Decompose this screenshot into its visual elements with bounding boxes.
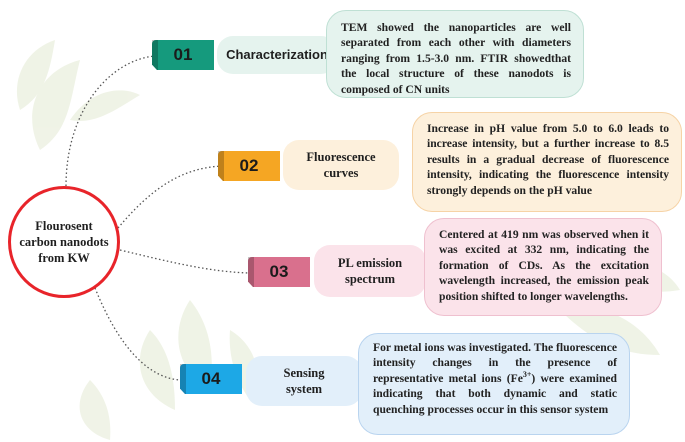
item-04-title-box: Sensing system [246,356,362,406]
item-01-title-box: Characterization [217,36,337,74]
connector-04 [94,287,181,381]
connector-01 [65,55,156,187]
item-03-title: PL emission spectrum [337,256,403,286]
item-02-title-box: Fluorescence curves [283,140,399,190]
item-01-description: TEM showed the nanoparticles are well se… [341,21,571,96]
item-01-title: Characterization [226,47,328,62]
item-04-description-suffix: ) were examined indicating that both dyn… [373,371,617,416]
item-02-number-tab: 02 [218,151,280,181]
item-02-description-box: Increase in pH value from 5.0 to 6.0 lea… [412,112,682,212]
item-04-number-tab: 04 [180,364,242,394]
item-04-description-box: For metal ions was investigated. The flu… [358,333,630,435]
item-01-number-tab: 01 [152,40,214,70]
item-04-description-superscript: 3+ [522,369,532,379]
item-04-number: 04 [201,369,221,388]
central-topic-circle: Flourosent carbon nanodots from KW [8,186,120,298]
item-04-title: Sensing system [283,366,325,396]
item-02-description: Increase in pH value from 5.0 to 6.0 lea… [427,122,669,197]
connector-03 [119,249,251,274]
item-04-description-prefix: For metal ions was investigated. The flu… [373,341,617,385]
item-02-title: Fluorescence curves [306,150,376,180]
item-03-description: Centered at 419 nm was observed when it … [439,228,649,303]
item-01-number: 01 [173,45,193,64]
connector-02 [117,165,223,229]
central-topic-label: Flourosent carbon nanodots from KW [19,219,109,265]
item-02-number: 02 [239,156,259,175]
item-03-number: 03 [269,262,289,281]
item-03-number-tab: 03 [248,257,310,287]
item-01-description-box: TEM showed the nanoparticles are well se… [326,10,584,98]
item-03-title-box: PL emission spectrum [314,245,426,297]
item-03-description-box: Centered at 419 nm was observed when it … [424,218,662,316]
